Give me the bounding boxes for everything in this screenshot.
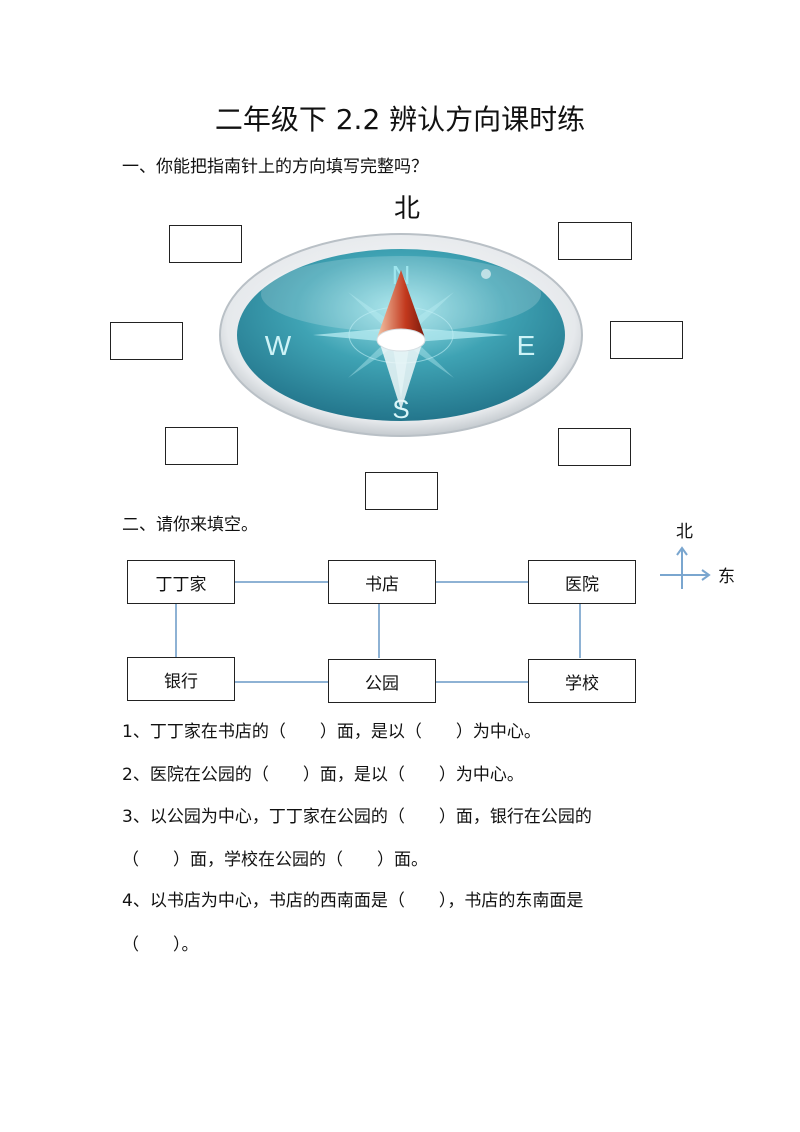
place-dingding-home: 丁丁家 — [127, 560, 235, 604]
direction-box-southeast[interactable] — [558, 428, 631, 466]
direction-box-northwest[interactable] — [169, 225, 242, 263]
direction-box-east[interactable] — [610, 321, 683, 359]
place-school: 学校 — [528, 659, 636, 703]
direction-box-southwest[interactable] — [165, 427, 238, 465]
question-item-4: 4、以书店为中心，书店的西南面是（ ），书店的东南面是 — [122, 891, 584, 911]
compass-letter-w: W — [265, 330, 292, 361]
connector-line — [175, 604, 177, 658]
place-bank: 银行 — [127, 657, 235, 701]
connector-line — [436, 581, 528, 583]
connector-line — [235, 681, 328, 683]
question-item-3: 3、以公园为中心，丁丁家在公园的（ ）面，银行在公园的 — [122, 807, 592, 827]
question-item-2: 2、医院在公园的（ ）面，是以（ ）为中心。 — [122, 765, 524, 785]
north-label: 北 — [394, 194, 421, 224]
compass-needle-south — [380, 344, 422, 410]
direction-box-west[interactable] — [110, 322, 183, 360]
direction-axes-icon — [660, 546, 711, 589]
direction-box-south[interactable] — [365, 472, 438, 510]
connector-line — [436, 681, 528, 683]
compass-letter-e: E — [517, 330, 536, 361]
axis-north-label: 北 — [676, 522, 693, 542]
axis-east-label: 东 — [718, 567, 735, 587]
question-1-prompt: 一、你能把指南针上的方向填写完整吗？ — [122, 157, 428, 177]
question-2-prompt: 二、请你来填空。 — [122, 515, 258, 535]
question-item-1: 1、丁丁家在书店的（ ）面，是以（ ）为中心。 — [122, 722, 541, 742]
place-park: 公园 — [328, 659, 436, 703]
question-item-4-cont: （ ）。 — [122, 935, 199, 955]
worksheet-title: 二年级下 2.2 辨认方向课时练 — [214, 103, 586, 136]
place-bookstore: 书店 — [328, 560, 436, 604]
compass-illustration: N S W E — [219, 233, 583, 437]
connector-line — [378, 604, 380, 658]
question-item-3-cont: （ ）面，学校在公园的（ ）面。 — [122, 850, 428, 870]
connector-line — [235, 581, 328, 583]
connector-line — [579, 604, 581, 658]
place-hospital: 医院 — [528, 560, 636, 604]
compass-needle-north — [377, 270, 425, 338]
direction-box-northeast[interactable] — [558, 222, 632, 260]
